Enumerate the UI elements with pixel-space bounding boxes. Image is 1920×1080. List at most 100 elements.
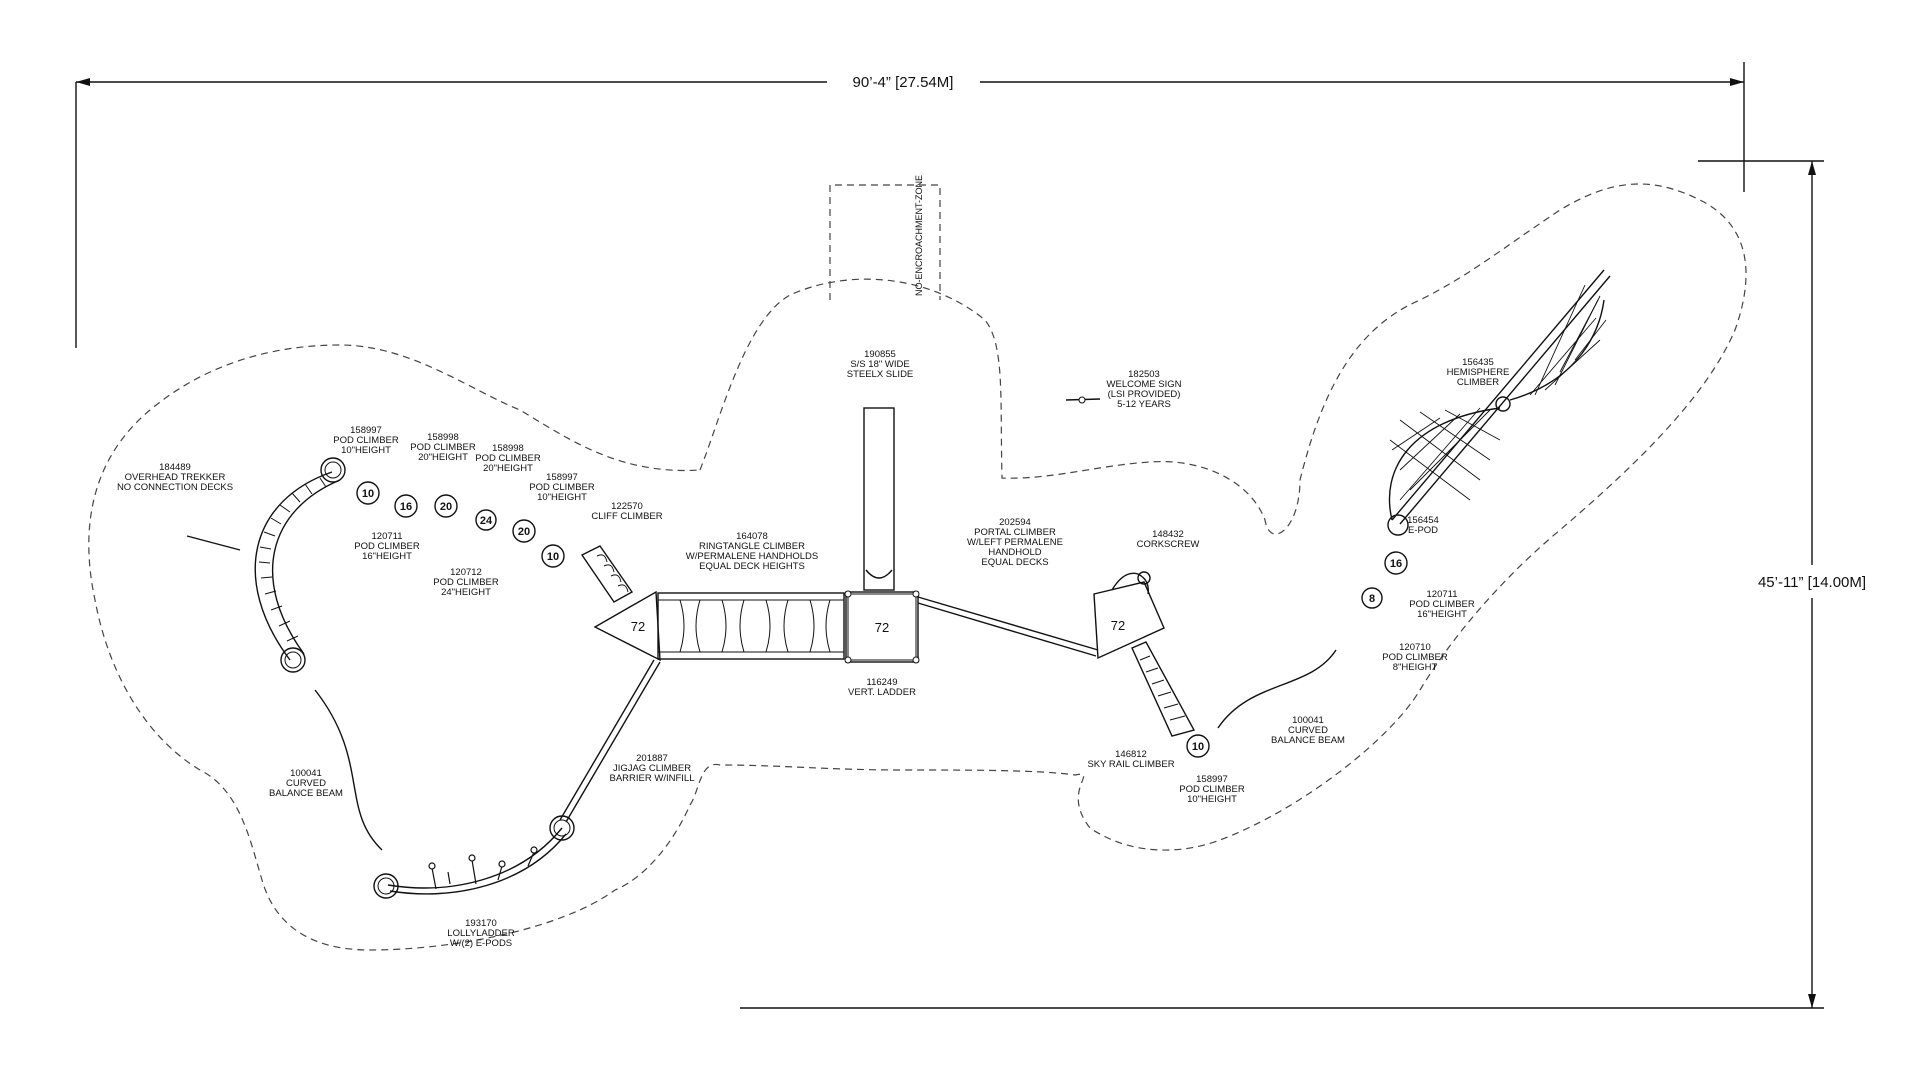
- e-pod: [1387, 514, 1409, 536]
- label-line: 146812: [1115, 749, 1147, 760]
- label-line: 164078: [736, 531, 768, 542]
- steelx-slide: [863, 407, 895, 591]
- label-line: 184489: [159, 462, 191, 473]
- label-line: VERT. LADDER: [848, 687, 916, 698]
- e-pod: [373, 873, 399, 899]
- label-line: 120711: [1427, 589, 1458, 600]
- label-line: 193170: [465, 918, 497, 929]
- label-line: 10"HEIGHT: [1187, 794, 1237, 805]
- pod-marker: 10: [362, 488, 374, 500]
- label-line: BALANCE BEAM: [269, 788, 343, 799]
- pod-climbers-right: 16 8 10: [1186, 551, 1408, 758]
- cliff-climber: [580, 545, 634, 603]
- width-dimension-label: 90’-4” [27.54M]: [853, 74, 954, 91]
- no-encroachment-label: NO-ENCROACHMENT-ZONE: [914, 175, 924, 296]
- label-line: HEMISPHERE: [1447, 367, 1510, 378]
- label-line: 158998: [492, 443, 524, 454]
- label-line: 202594: [999, 517, 1031, 528]
- label-line: 120710: [1399, 642, 1431, 653]
- label-line: OVERHEAD TREKKER: [125, 472, 226, 483]
- label-line: EQUAL DECKS: [981, 557, 1048, 568]
- label-line: S/S 18" WIDE: [850, 359, 909, 370]
- label-line: 100041: [290, 768, 322, 779]
- label-line: SKY RAIL CLIMBER: [1087, 759, 1174, 770]
- label-line: 120711: [372, 531, 403, 542]
- label-line: POD CLIMBER: [475, 453, 541, 464]
- label-line: 156454: [1407, 515, 1439, 526]
- curved-balance-beam-right: [1217, 649, 1337, 729]
- welcome-sign: [1065, 396, 1101, 404]
- label-line: POD CLIMBER: [529, 482, 595, 493]
- label-line: CORKSCREW: [1137, 539, 1200, 550]
- pod-marker: 16: [1390, 558, 1402, 570]
- label-line: PORTAL CLIMBER: [974, 527, 1056, 538]
- deck-height: 72: [631, 619, 645, 634]
- label-line: WELCOME SIGN: [1107, 379, 1182, 390]
- label-line: NO CONNECTION DECKS: [117, 482, 233, 493]
- pod-marker: 8: [1369, 593, 1375, 605]
- trekker-end-post: [320, 457, 346, 483]
- pod-marker: 20: [518, 526, 530, 538]
- label-line: 156435: [1462, 357, 1494, 368]
- label-line: 20"HEIGHT: [483, 463, 533, 474]
- pod-marker: 10: [547, 551, 559, 563]
- label-line: BALANCE BEAM: [1271, 735, 1345, 746]
- label-line: 182503: [1128, 369, 1160, 380]
- lollyladder: [373, 815, 575, 899]
- deck-height: 72: [1111, 618, 1125, 633]
- deck-left: 72: [593, 590, 661, 662]
- label-line: CURVED: [1288, 725, 1328, 736]
- label-line: W/LEFT PERMALENE: [967, 537, 1063, 548]
- label-line: 190855: [864, 349, 896, 360]
- jigjag-climber: [559, 659, 661, 823]
- pod-marker: 24: [480, 515, 493, 527]
- label-line: POD CLIMBER: [333, 435, 399, 446]
- ringtangle-climber: [657, 592, 845, 660]
- corkscrew: [1111, 571, 1151, 595]
- deck-center: 72: [844, 590, 920, 664]
- label-line: 10"HEIGHT: [537, 492, 587, 503]
- label-line: CURVED: [286, 778, 326, 789]
- height-dimension: 45’-11” [14.00M]: [740, 160, 1866, 1009]
- label-line: LOLLYLADDER: [447, 928, 515, 939]
- label-line: CLIMBER: [1457, 377, 1499, 388]
- overhead-trekker: [186, 457, 346, 673]
- label-line: 5-12 YEARS: [1117, 399, 1171, 410]
- label-line: 100041: [1292, 715, 1324, 726]
- label-line: BARRIER W/INFILL: [610, 773, 695, 784]
- label-line: 122570: [611, 501, 643, 512]
- label-line: 16"HEIGHT: [362, 551, 412, 562]
- deck-right: 72: [1093, 581, 1165, 660]
- label-line: 8"HEIGHT: [1393, 662, 1438, 673]
- e-pod: [549, 815, 575, 841]
- width-dimension: 90’-4” [27.54M]: [75, 62, 1745, 348]
- trekker-end-post: [280, 647, 306, 673]
- label-line: W/PERMALENE HANDHOLDS: [686, 551, 819, 562]
- label-line: 201887: [636, 753, 668, 764]
- label-line: 20"HEIGHT: [418, 452, 468, 463]
- label-line: POD CLIMBER: [433, 577, 499, 588]
- deck-height: 72: [875, 620, 889, 635]
- label-line: 158998: [427, 432, 459, 443]
- portal-climber: [917, 596, 1099, 657]
- label-line: EQUAL DECK HEIGHTS: [699, 561, 805, 572]
- label-line: 158997: [1196, 774, 1228, 785]
- height-dimension-label: 45’-11” [14.00M]: [1758, 574, 1866, 591]
- label-line: 10"HEIGHT: [341, 445, 391, 456]
